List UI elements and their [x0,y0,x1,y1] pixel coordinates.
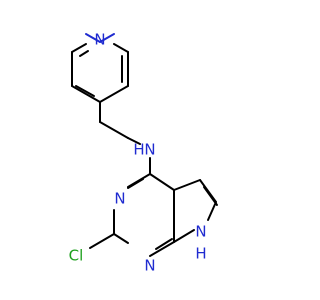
molecule-structure: N N H N N N H Cl [69,31,218,275]
bond [99,85,129,103]
bond [71,43,87,53]
pyridine-ring [71,33,129,103]
bond [203,186,218,206]
amine-hydrogen-label: H [133,141,144,159]
bond [75,85,95,97]
molecule-diagram: N N H N N N H Cl [68,30,218,275]
bond [173,179,201,191]
pyrimidine-nitrogen-lower-label: N [144,257,155,275]
pyrrole-nitrogen-label: N [195,223,206,241]
pyrimidine-nitrogen-upper-label: N [114,190,125,208]
pyrimidine-ring [113,173,175,257]
pyridine-nitrogen-label: N [94,31,105,49]
c-cl-bond [89,233,115,249]
bond [207,201,217,221]
bond [127,178,144,189]
bond [173,229,195,243]
ch2-to-nh-bond [127,137,141,145]
bond [99,33,115,43]
bond [149,241,175,257]
bond [113,43,129,53]
pyrrole-ring [173,179,218,243]
bond [71,85,101,103]
bond [113,233,129,244]
amine-nitrogen-label: N [144,141,155,159]
ch2-bond [99,121,129,139]
bond [149,173,175,191]
chlorine-label: Cl [69,247,84,265]
pyrrole-hydrogen-label: H [195,245,206,263]
bond [85,33,101,43]
bond [155,238,173,250]
bond [79,50,89,57]
